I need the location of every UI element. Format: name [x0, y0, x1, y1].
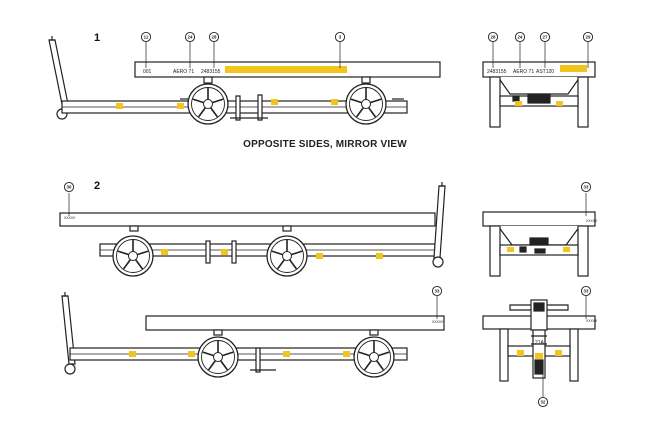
callout-circle: [184, 31, 196, 43]
figure-number-2: 2: [94, 180, 101, 192]
wheel-front-1: [187, 83, 229, 125]
wheel-rear-2b: [353, 336, 395, 378]
end-view-2a: [482, 211, 596, 277]
callout-number: 24: [188, 35, 193, 40]
small-plate-end-2a: XXXXX: [586, 219, 598, 223]
callout-circle: [334, 31, 346, 43]
callout-number: 29: [586, 35, 591, 40]
callout-number: 33: [435, 289, 440, 294]
small-plate-2a: XXXXX: [64, 216, 76, 220]
reflectors-end-1: [515, 65, 587, 106]
callout-circle: [580, 285, 592, 297]
deck-type: AERO 71: [173, 69, 194, 75]
small-plate-2b: XXXXX: [432, 320, 444, 324]
reflectors-end-2a: [507, 247, 570, 252]
reflectors-view-1: [116, 66, 347, 109]
end-type: AERO 71: [513, 69, 534, 75]
wheel-front-2a: [112, 235, 154, 277]
end-serial: 2483155: [487, 69, 507, 75]
callout-circle: [537, 396, 549, 408]
wheel-rear-1: [345, 83, 387, 125]
callout-number: 28: [212, 35, 217, 40]
reflectors-view-2a: [161, 249, 383, 259]
view-caption: OPPOSITE SIDES, MIRROR VIEW: [243, 139, 407, 150]
end-code: AST120: [536, 69, 554, 75]
callout-circle: [582, 31, 594, 43]
callout-circle: [487, 31, 499, 43]
wheel-rear-2a: [266, 235, 308, 277]
small-plate-end-2b: XXXXX: [586, 319, 598, 323]
callout-circle: [63, 181, 75, 193]
reflectors-view-2b: [129, 351, 350, 357]
callout-circle: [580, 181, 592, 193]
figure-number-1: 1: [94, 32, 101, 44]
callout-number: 3: [339, 35, 342, 40]
callout-circle: [431, 285, 443, 297]
callout-circle: [539, 31, 551, 43]
callout-number: 33: [584, 289, 589, 294]
callout-circle: [514, 31, 526, 43]
callout-number: 11: [144, 35, 149, 40]
callout-bubbles: 11 24 28 3 28 24 27 29 30 33 33 33 32: [63, 31, 594, 408]
wheel-front-2b: [197, 336, 239, 378]
deck-serial: 2483155: [201, 69, 221, 75]
callout-number: 28: [491, 35, 496, 40]
callout-number: 27: [543, 35, 548, 40]
reflectors-end-2b: [517, 350, 562, 359]
callout-number: 32: [541, 400, 546, 405]
callout-circle: [140, 31, 152, 43]
tow-plate: 21A: [535, 340, 545, 346]
callout-number: 33: [584, 185, 589, 190]
callout-number: 30: [67, 185, 72, 190]
deck-code: 001: [143, 69, 152, 75]
callout-number: 24: [518, 35, 523, 40]
side-view-2b: [61, 292, 445, 375]
callout-circle: [208, 31, 220, 43]
